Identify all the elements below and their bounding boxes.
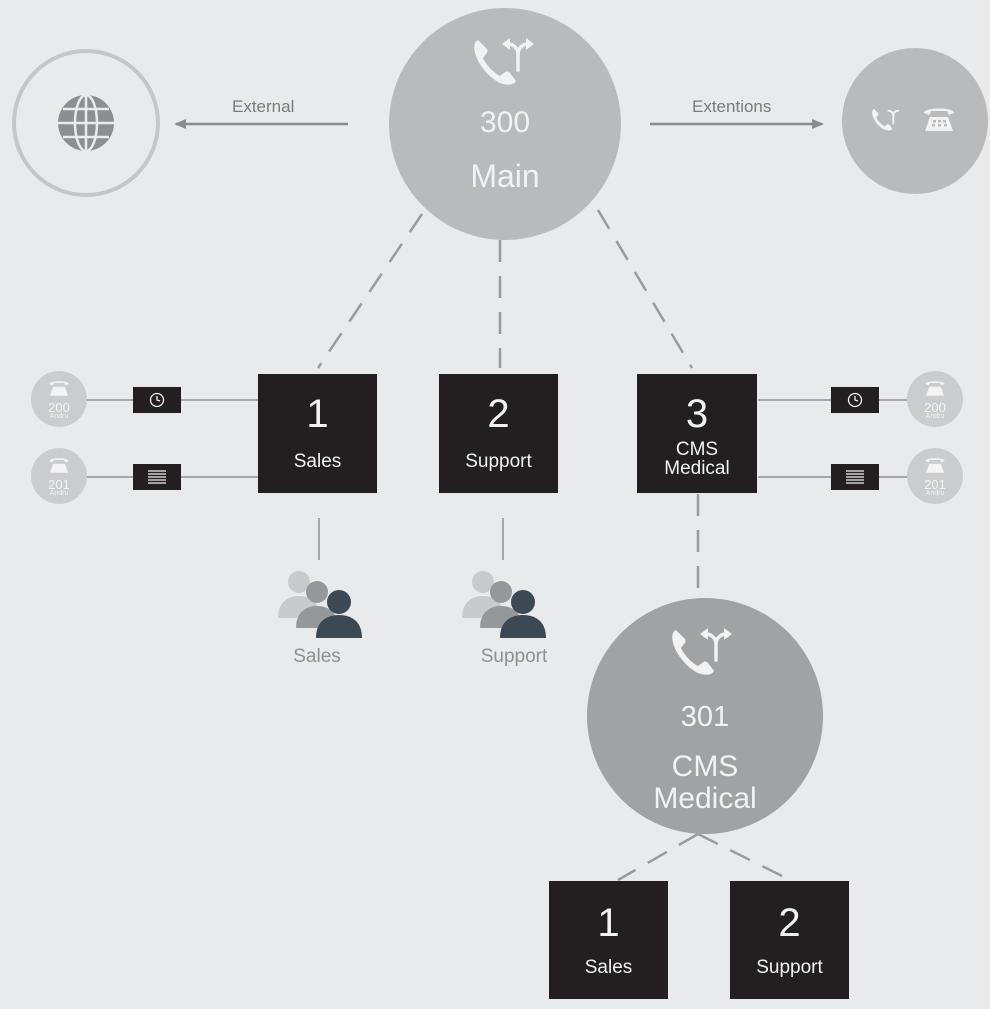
list-icon xyxy=(846,470,864,484)
user-group-icon[interactable] xyxy=(276,568,366,638)
option-name: Support xyxy=(465,451,532,472)
agent-number: 201 xyxy=(48,477,70,492)
sub-ivr-name-line2: Medical xyxy=(653,782,757,815)
agent-circle[interactable]: 201 Andru xyxy=(907,448,963,504)
option-key: 3 xyxy=(685,392,709,436)
main-ivr-node[interactable]: 300 Main xyxy=(389,8,621,240)
agent-name: Andru xyxy=(925,490,945,497)
agent-circle[interactable]: 200 Andru xyxy=(907,371,963,427)
option-name: Support xyxy=(756,957,823,978)
globe-icon xyxy=(58,93,114,153)
dash-main-to-sales xyxy=(316,213,424,369)
main-ivr-number: 300 xyxy=(479,106,531,139)
sub-option-box-support[interactable]: 2 Support xyxy=(730,881,849,999)
phone-split-icon xyxy=(474,38,534,85)
option-key: 2 xyxy=(778,901,801,945)
phone-split-icon xyxy=(872,108,900,131)
agent-name: Andru xyxy=(49,490,69,497)
option-box-cms-medical[interactable]: 3 CMS Medical xyxy=(637,374,757,493)
list-icon xyxy=(148,470,166,484)
agent-number: 200 xyxy=(924,400,946,415)
option-name: Sales xyxy=(584,957,633,978)
queue-box[interactable] xyxy=(831,464,879,490)
sub-ivr-name-line1: CMS xyxy=(671,750,739,783)
group-label: Sales xyxy=(293,646,341,667)
option-key: 2 xyxy=(487,392,510,436)
agent-circle[interactable]: 201 Andru xyxy=(31,448,87,504)
desk-phone-icon xyxy=(924,108,954,131)
user-group-icon[interactable] xyxy=(460,568,550,638)
agent-number: 200 xyxy=(48,400,70,415)
main-ivr-name: Main xyxy=(470,158,540,194)
queue-box[interactable] xyxy=(133,464,181,490)
option-name: Sales xyxy=(293,451,342,472)
desk-phone-icon xyxy=(49,381,69,396)
agent-name: Andru xyxy=(49,413,69,420)
external-label: External xyxy=(232,97,295,116)
option-key: 1 xyxy=(597,901,620,945)
desk-phone-icon xyxy=(925,381,945,396)
option-key: 1 xyxy=(306,392,329,436)
sub-ivr-node[interactable]: 301 CMS Medical xyxy=(587,598,823,834)
external-node[interactable] xyxy=(12,49,160,197)
sub-ivr-number: 301 xyxy=(680,701,730,733)
schedule-box[interactable] xyxy=(831,387,879,413)
phone-split-icon xyxy=(672,628,732,675)
dash-subivr-to-support xyxy=(697,832,791,882)
agent-name: Andru xyxy=(925,413,945,420)
group-label: Support xyxy=(480,646,548,667)
option-name: CMS Medical xyxy=(664,439,730,479)
desk-phone-icon xyxy=(49,458,69,473)
dash-subivr-to-sales xyxy=(617,832,699,882)
sub-option-box-sales[interactable]: 1 Sales xyxy=(549,881,668,999)
schedule-box[interactable] xyxy=(133,387,181,413)
agent-circle[interactable]: 200 Andru xyxy=(31,371,87,427)
agent-number: 201 xyxy=(924,477,946,492)
option-box-support[interactable]: 2 Support xyxy=(439,374,558,493)
desk-phone-icon xyxy=(925,458,945,473)
clock-icon xyxy=(847,392,863,408)
dash-main-to-cms xyxy=(596,209,694,369)
extensions-label: Extentions xyxy=(692,97,772,116)
option-box-sales[interactable]: 1 Sales xyxy=(258,374,377,493)
clock-icon xyxy=(149,392,165,408)
extensions-node[interactable] xyxy=(842,48,988,194)
